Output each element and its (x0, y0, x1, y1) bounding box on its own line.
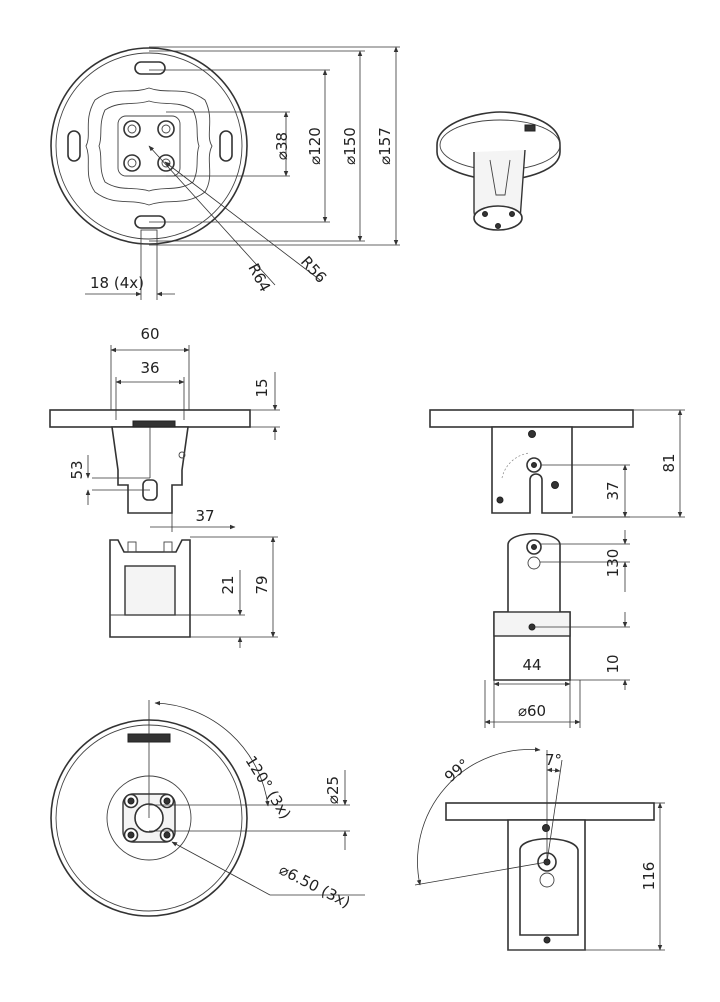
dim-a99: 99° (441, 755, 473, 786)
rotated-body (493, 532, 571, 681)
side-plate (429, 409, 634, 428)
dim-d38: ⌀38 (273, 132, 291, 160)
center-boss (117, 115, 181, 177)
iso-logo (524, 124, 536, 132)
dim-h116: 116 (640, 862, 658, 891)
dim-w44: 44 (522, 656, 541, 674)
tilt-plate (445, 802, 655, 821)
slot-top (134, 61, 166, 75)
dim-d157: ⌀157 (376, 127, 394, 165)
adapter-view: 37 21 79 (109, 507, 278, 648)
dim-h15: 15 (253, 378, 271, 397)
iso-slot (489, 159, 511, 196)
dim-r64: R64 (244, 260, 274, 295)
side-view: 37 81 (429, 409, 685, 518)
adapter-window (124, 565, 176, 616)
dim-d25: ⌀25 (324, 776, 342, 804)
inner-rim (55, 52, 243, 240)
dim-h10: 10 (604, 654, 622, 673)
tilt-view: 99° 7° 116 (414, 747, 665, 951)
dim-a120: 120° (3x) (242, 753, 295, 823)
dim-h37: 37 (604, 481, 622, 500)
slot-right (219, 130, 233, 162)
rotated-view: 130 44 10 ⌀60 (484, 530, 630, 728)
dim-h21: 21 (219, 575, 237, 594)
dim-w37: 37 (195, 507, 214, 525)
dim-d120: ⌀120 (306, 127, 324, 165)
top-view: ⌀38 ⌀120 ⌀150 ⌀157 R64 R56 18 (4x) (50, 46, 400, 300)
bottom-view: 120° (3x) ⌀25 ⌀6.50 (3x) (50, 700, 365, 917)
hole-1 (123, 120, 141, 138)
dim-h79: 79 (253, 575, 271, 594)
hole-3 (123, 154, 141, 172)
dim-h81: 81 (660, 453, 678, 472)
cable-notch (140, 229, 158, 245)
dim-r56: R56 (297, 253, 330, 287)
front-logo (132, 420, 176, 428)
dim-d650: ⌀6.50 (3x) (276, 861, 353, 912)
dim-h130: 130 (604, 549, 622, 578)
hole-2 (157, 120, 175, 138)
dim-d150: ⌀150 (341, 127, 359, 165)
dim-d60: ⌀60 (518, 702, 546, 720)
dim-18-4x: 18 (4x) (90, 274, 144, 292)
front-view: 60 36 15 53 (49, 325, 280, 514)
isometric-view (436, 111, 561, 231)
dim-w60: 60 (140, 325, 159, 343)
cross-rib-inner (98, 100, 200, 192)
dim-w36: 36 (140, 359, 159, 377)
dim-a7: 7° (545, 751, 562, 769)
dim-h53: 53 (68, 460, 86, 479)
side-tilt-scale (501, 452, 531, 479)
slot-left (67, 130, 81, 162)
